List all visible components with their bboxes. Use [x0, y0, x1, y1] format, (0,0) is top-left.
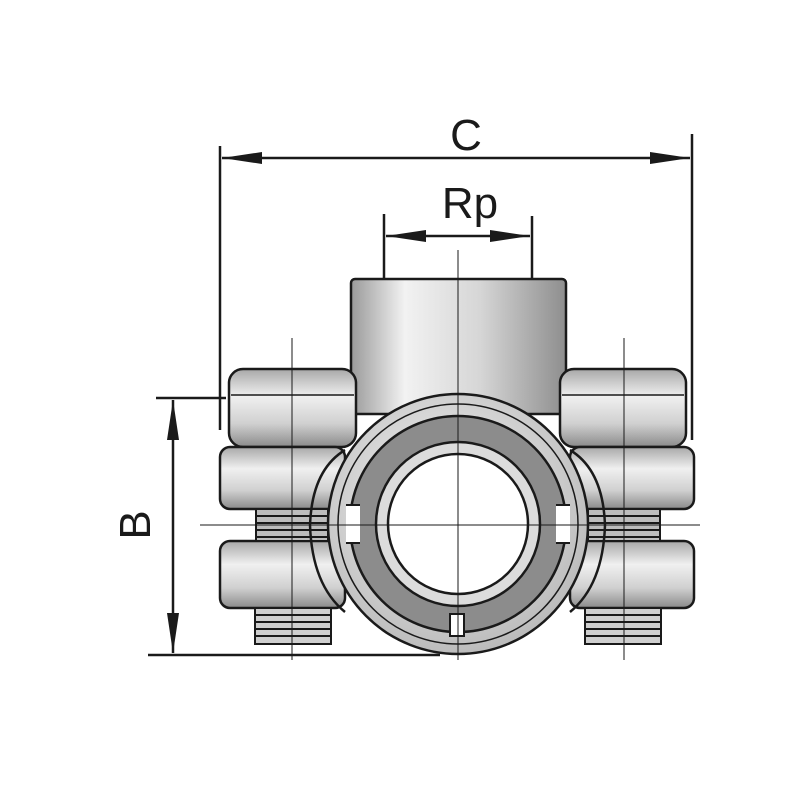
center-lines: [200, 250, 700, 660]
dimension-label-b: B: [111, 510, 160, 539]
right-upper-ear: [568, 445, 696, 511]
dimension-rp: [382, 214, 534, 279]
dimension-label-c: C: [450, 111, 482, 160]
right-bolt-thread-end: [584, 607, 662, 645]
dimension-label-rp: Rp: [442, 179, 498, 228]
left-lower-ear: [218, 539, 347, 610]
ring-splits: [346, 504, 570, 637]
right-lower-ear: [568, 539, 696, 610]
dimension-b: [148, 396, 440, 657]
dimension-c: [218, 134, 694, 440]
left-upper-ear: [218, 445, 347, 511]
left-bolt-thread-end: [254, 607, 332, 645]
right-bolt-head: [558, 367, 688, 449]
